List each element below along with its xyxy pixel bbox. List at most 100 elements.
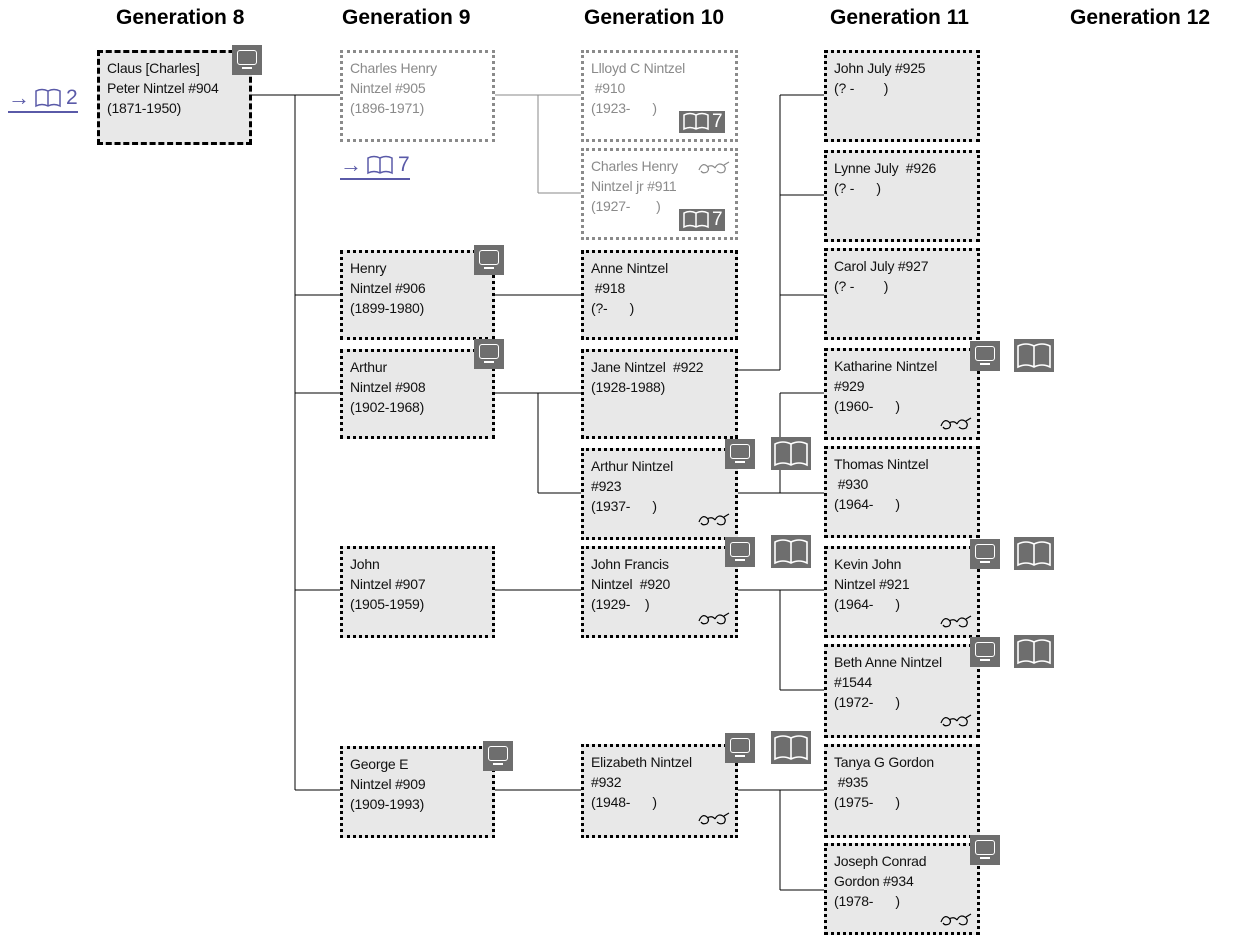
person-name-line: Nintzel jr #911 — [591, 178, 677, 194]
person-dates: (? - ) — [834, 180, 881, 196]
person-dates: (1896-1971) — [350, 100, 425, 116]
person-card-921[interactable]: Kevin John Nintzel #921 (1964- ) — [824, 546, 980, 638]
person-dates: (1929- ) — [591, 596, 650, 612]
book-icon — [34, 87, 62, 109]
book-icon[interactable] — [1014, 339, 1054, 372]
tv-icon[interactable] — [474, 339, 504, 369]
person-dates: (1964- ) — [834, 596, 900, 612]
tv-icon[interactable] — [725, 733, 755, 763]
generation-9-heading: Generation 9 — [342, 6, 471, 29]
person-card-904[interactable]: Claus [Charles] Peter Nintzel #904 (1871… — [97, 50, 252, 145]
tv-icon[interactable] — [725, 439, 755, 469]
person-name-line: #929 — [834, 378, 865, 394]
book-icon[interactable] — [1014, 537, 1054, 570]
person-name-line: Nintzel #908 — [350, 379, 426, 395]
person-dates: (1964- ) — [834, 496, 900, 512]
person-card-935[interactable]: Tanya G Gordon #935 (1975- ) — [824, 744, 980, 838]
person-card-907[interactable]: John Nintzel #907 (1905-1959) — [340, 546, 495, 638]
tv-icon[interactable] — [725, 537, 755, 567]
person-name-line: John — [350, 556, 380, 572]
person-name-line: Jane Nintzel #922 — [591, 359, 704, 375]
book-page-link-911[interactable]: 7 — [679, 209, 725, 231]
book-icon[interactable] — [1014, 635, 1054, 668]
person-card-918[interactable]: Anne Nintzel #918 (?- ) — [581, 250, 738, 340]
person-card-926[interactable]: Lynne July #926 (? - ) — [824, 150, 980, 242]
person-dates: (1948- ) — [591, 794, 657, 810]
book-icon[interactable] — [771, 535, 811, 568]
person-dates: (?- ) — [591, 300, 635, 316]
person-card-920[interactable]: John Francis Nintzel #920 (1929- ) — [581, 546, 738, 638]
next-page-link[interactable]: → 7 — [340, 152, 410, 180]
book-icon[interactable] — [771, 731, 811, 764]
tv-icon[interactable] — [970, 539, 1000, 569]
right-arrow-icon: → — [8, 85, 30, 110]
glasses-icon[interactable] — [698, 512, 730, 526]
person-name-line: #923 — [591, 478, 622, 494]
glasses-icon[interactable] — [698, 160, 730, 174]
person-name-line: #930 — [834, 476, 869, 492]
tv-icon[interactable] — [474, 245, 504, 275]
glasses-icon[interactable] — [940, 614, 972, 628]
book-icon — [366, 154, 394, 176]
glasses-icon[interactable] — [940, 912, 972, 926]
tv-icon[interactable] — [483, 741, 513, 771]
person-card-930[interactable]: Thomas Nintzel #930 (1964- ) — [824, 446, 980, 538]
person-name-line: Tanya G Gordon — [834, 754, 934, 770]
person-card-927[interactable]: Carol July #927 (? - ) — [824, 248, 980, 340]
person-card-932[interactable]: Elizabeth Nintzel #932 (1948- ) — [581, 744, 738, 838]
person-name-line: Peter Nintzel #904 — [107, 80, 219, 96]
generation-11-heading: Generation 11 — [830, 6, 969, 29]
tv-icon[interactable] — [970, 835, 1000, 865]
person-name-line: #932 — [591, 774, 622, 790]
person-card-923[interactable]: Arthur Nintzel #923 (1937- ) — [581, 448, 738, 540]
previous-page-link[interactable]: → 2 — [8, 85, 78, 113]
person-card-922[interactable]: Jane Nintzel #922 (1928-1988) — [581, 349, 738, 439]
person-name-line: #1544 — [834, 674, 872, 690]
generation-12-heading: Generation 12 — [1070, 6, 1211, 29]
person-card-905[interactable]: Charles Henry Nintzel #905 (1896-1971) — [340, 50, 495, 142]
person-card-1544[interactable]: Beth Anne Nintzel #1544 (1972- ) — [824, 644, 980, 738]
person-name-line: Beth Anne Nintzel — [834, 654, 942, 670]
person-dates: (1972- ) — [834, 694, 900, 710]
person-card-925[interactable]: John July #925 (? - ) — [824, 50, 980, 142]
right-arrow-icon: → — [340, 152, 362, 177]
glasses-icon[interactable] — [940, 416, 972, 430]
person-name-line: Nintzel #907 — [350, 576, 426, 592]
glasses-icon[interactable] — [940, 713, 972, 727]
person-name-line: Nintzel #909 — [350, 776, 426, 792]
person-dates: (1937- ) — [591, 498, 657, 514]
generation-8-heading: Generation 8 — [116, 6, 245, 29]
person-name-line: Gordon #934 — [834, 873, 914, 889]
person-name-line: Elizabeth Nintzel — [591, 754, 692, 770]
tv-icon[interactable] — [970, 341, 1000, 371]
tv-icon[interactable] — [232, 45, 262, 75]
book-icon[interactable] — [771, 437, 811, 470]
person-name-line: Thomas Nintzel — [834, 456, 929, 472]
person-name-line: Llloyd C Nintzel — [591, 60, 686, 76]
glasses-icon[interactable] — [698, 611, 730, 625]
person-name-line: #918 — [591, 280, 626, 296]
person-name-line: Charles Henry — [591, 158, 678, 174]
glasses-icon[interactable] — [698, 811, 730, 825]
person-card-906[interactable]: Henry Nintzel #906 (1899-1980) — [340, 250, 495, 340]
page-number: 7 — [712, 209, 723, 230]
book-page-link-910[interactable]: 7 — [679, 111, 725, 133]
page-number: 7 — [712, 111, 723, 132]
tv-icon[interactable] — [970, 637, 1000, 667]
page-number: 7 — [398, 153, 410, 176]
person-name-line: Arthur — [350, 359, 387, 375]
person-card-934[interactable]: Joseph Conrad Gordon #934 (1978- ) — [824, 843, 980, 935]
person-name-line: Henry — [350, 260, 387, 276]
person-card-929[interactable]: Katharine Nintzel #929 (1960- ) — [824, 348, 980, 440]
person-name-line: Nintzel #920 — [591, 576, 671, 592]
person-card-909[interactable]: George E Nintzel #909 (1909-1993) — [340, 746, 495, 838]
person-name-line: Arthur Nintzel — [591, 458, 674, 474]
person-dates: (1928-1988) — [591, 379, 666, 395]
person-name-line: George E — [350, 756, 409, 772]
person-dates: (1871-1950) — [107, 100, 182, 116]
person-name-line: #935 — [834, 774, 869, 790]
person-name-line: John Francis — [591, 556, 669, 572]
person-dates: (1975- ) — [834, 794, 900, 810]
page-number: 2 — [66, 86, 78, 109]
person-card-908[interactable]: Arthur Nintzel #908 (1902-1968) — [340, 349, 495, 439]
